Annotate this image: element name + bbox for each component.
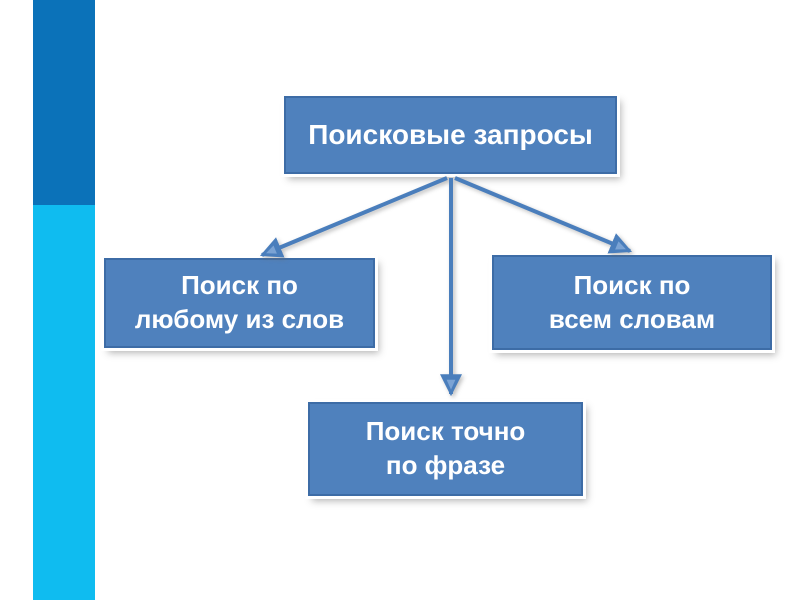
accent-bar-top bbox=[33, 0, 95, 205]
node-label: Поисковые запросы bbox=[308, 118, 593, 150]
arrow-root-to-all-words bbox=[454, 176, 633, 254]
accent-bar-bottom bbox=[33, 205, 95, 600]
node-label-line1: Поиск по bbox=[573, 269, 691, 300]
node-label-line1: Поиск точно bbox=[365, 416, 526, 447]
node-label-line2: всем словам bbox=[548, 303, 716, 334]
node-label-line2: по фразе bbox=[385, 450, 506, 480]
diagram-node-search-queries: Поисковые запросы bbox=[284, 96, 617, 174]
diagram-node-search-all-words: Поиск по всем словам bbox=[492, 255, 772, 350]
node-label-line2: любому из слов bbox=[134, 304, 345, 334]
diagram-node-search-any-word: Поиск по любому из слов bbox=[104, 258, 375, 348]
node-label-line1: Поиск по bbox=[181, 270, 298, 301]
diagram-node-search-exact-phrase: Поиск точно по фразе bbox=[308, 402, 583, 496]
arrow-root-to-any-words bbox=[259, 176, 448, 258]
